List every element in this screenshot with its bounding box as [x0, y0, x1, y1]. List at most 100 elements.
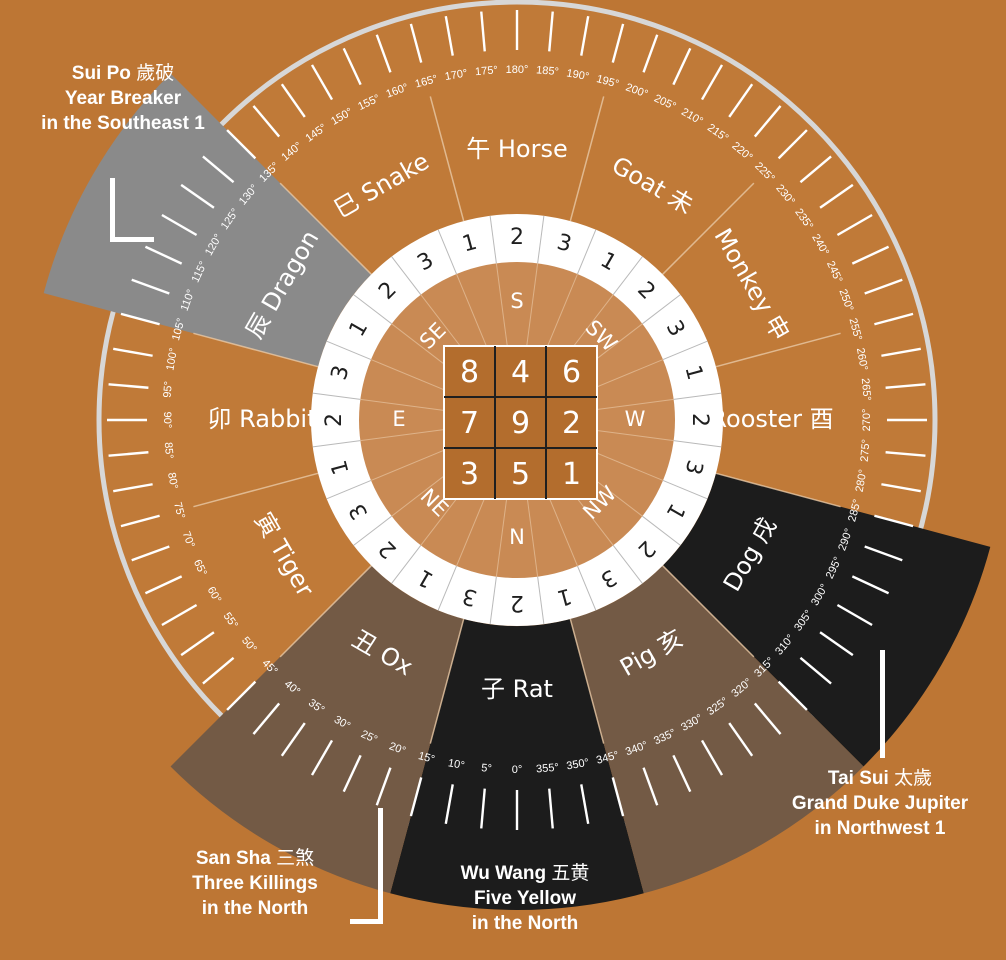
degree-tick [580, 784, 590, 824]
direction-divider [588, 428, 674, 442]
animal-label: Rooster 酉 [710, 405, 833, 433]
degree-tick [611, 777, 625, 817]
degree-label: 190° [566, 67, 591, 83]
mountain-divider [642, 294, 681, 325]
degree-tick [851, 245, 890, 265]
degree-tick [642, 767, 659, 806]
degree-label: 70° [180, 530, 197, 550]
degree-tick [144, 245, 183, 265]
sui-po-leader-v [110, 178, 115, 242]
degree-tick [161, 213, 198, 237]
degree-label: 285° [846, 498, 863, 523]
degree-label: 95° [162, 381, 175, 399]
degree-tick [885, 383, 926, 389]
animal-divider [569, 618, 605, 744]
tai-sui-callout: Tai Sui 太歲 Grand Duke Jupiter in Northwe… [760, 766, 1000, 841]
degree-tick [108, 383, 149, 389]
mountain-divider [437, 565, 457, 611]
degree-tick [226, 129, 257, 160]
degree-tick [161, 603, 198, 627]
san-sha-leader-h [350, 919, 383, 924]
degree-label: 85° [162, 442, 175, 460]
mountain-number: 3 [327, 363, 355, 383]
degree-tick [836, 213, 873, 237]
degree-tick [444, 16, 454, 56]
degree-tick [885, 451, 926, 457]
san-sha-leader-v [378, 808, 383, 924]
mountain-divider [489, 576, 497, 625]
degree-tick [874, 514, 914, 528]
degree-tick [226, 680, 257, 711]
degree-tick [180, 631, 215, 657]
degree-label: 280° [854, 469, 870, 494]
lo-shu-number: 8 [460, 355, 479, 390]
wu-wang-line2: Five Yellow [473, 888, 577, 909]
degree-tick [864, 278, 903, 295]
degree-tick [202, 155, 235, 184]
mountain-divider [353, 294, 392, 325]
animal-label: 卯 Rabbit [207, 405, 316, 433]
direction-label: N [509, 525, 525, 549]
lo-shu-number: 9 [511, 406, 530, 441]
animal-divider [279, 182, 372, 275]
degree-tick [580, 16, 590, 56]
degree-tick [874, 312, 914, 326]
mountain-divider [326, 480, 372, 500]
animal-divider [429, 618, 465, 744]
degree-label: 5° [481, 762, 493, 775]
san-sha-line2: Three Killings [192, 873, 318, 894]
degree-tick [728, 722, 754, 757]
degree-tick [672, 754, 692, 793]
tai-sui-line2: Grand Duke Jupiter [791, 793, 969, 814]
tai-sui-title: Tai Sui [827, 768, 889, 789]
mountain-number: 2 [322, 413, 347, 427]
direction-divider [370, 447, 451, 481]
san-sha-sector [570, 565, 864, 894]
degree-tick [131, 545, 170, 562]
mountain-divider [577, 565, 597, 611]
mountain-divider [673, 440, 722, 448]
degree-tick [611, 23, 625, 63]
degree-tick [480, 11, 486, 52]
degree-label: 90° [161, 412, 173, 429]
lo-shu-number: 2 [562, 406, 581, 441]
degree-label: 345° [595, 749, 620, 766]
degree-tick [202, 656, 235, 685]
degree-tick [777, 680, 808, 711]
san-sha-chinese: 三煞 [276, 847, 315, 869]
degree-tick [409, 23, 423, 63]
tai-sui-line3: in Northwest 1 [814, 818, 946, 839]
degree-tick [375, 34, 392, 73]
degree-tick [700, 64, 724, 101]
lo-shu-number: 5 [511, 457, 530, 492]
animal-divider [715, 332, 841, 368]
animal-divider [715, 472, 841, 508]
degree-tick [548, 788, 554, 829]
degree-tick [375, 767, 392, 806]
lo-shu-number: 1 [562, 457, 581, 492]
mountain-number: 3 [679, 457, 707, 477]
degree-label: 105° [170, 317, 187, 342]
degree-tick [252, 702, 281, 735]
degree-label: 265° [859, 378, 873, 402]
degree-label: 275° [859, 439, 873, 463]
mountain-number: 1 [327, 457, 355, 477]
mountain-divider [391, 256, 422, 295]
lo-shu-number: 6 [562, 355, 581, 390]
degree-label: 75° [171, 501, 187, 520]
degree-label: 175° [475, 64, 499, 78]
mountain-number: 1 [679, 363, 707, 383]
mountain-divider [642, 515, 681, 546]
mountain-number: 2 [510, 590, 524, 615]
degree-label: 195° [595, 73, 620, 90]
san-sha-sector [170, 565, 464, 894]
mountain-divider [537, 576, 545, 625]
tai-sui-leader-v [880, 650, 885, 758]
mountain-divider [537, 215, 545, 264]
mountain-divider [312, 392, 361, 400]
direction-divider [360, 398, 446, 412]
sui-po-callout: Sui Po 歲破 Year Breaker in the Southeast … [8, 61, 238, 136]
animal-divider [193, 472, 319, 508]
degree-tick [642, 34, 659, 73]
